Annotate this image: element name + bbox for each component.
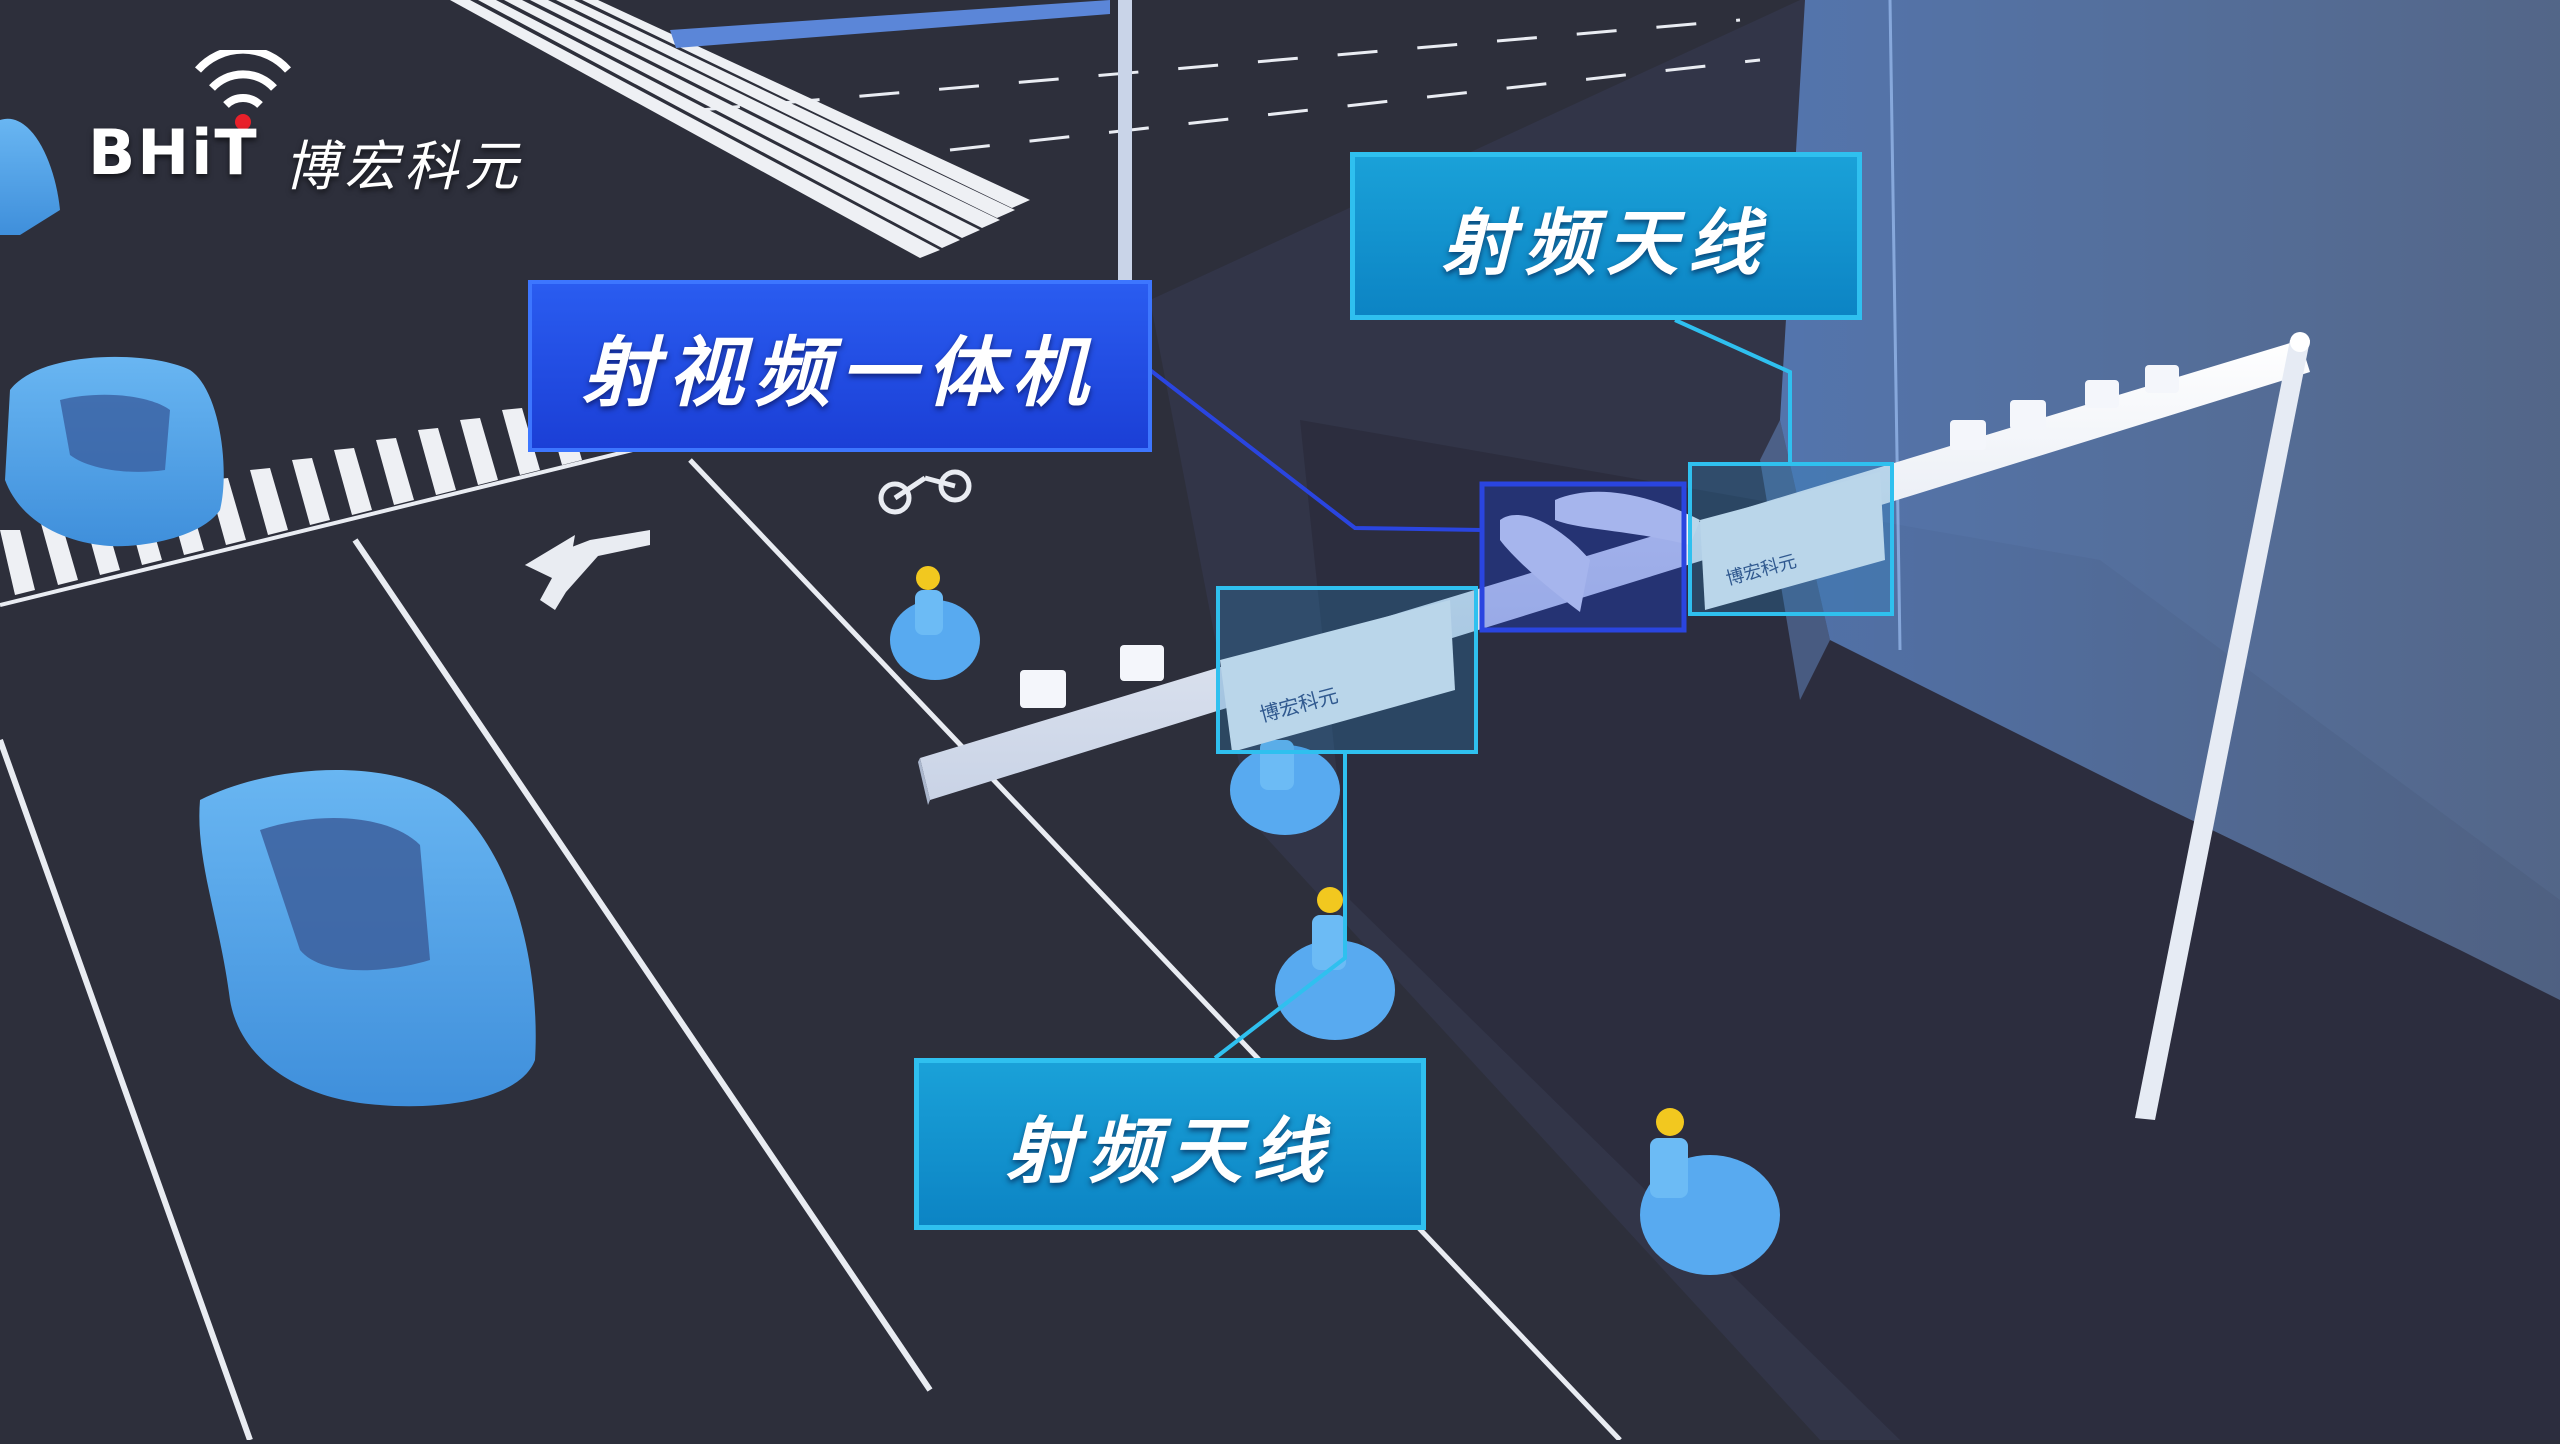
logo-latin-text: BHiT xyxy=(88,116,259,189)
leader-integrated xyxy=(1148,368,1483,532)
scooter-rider-4 xyxy=(1640,1108,1780,1275)
rf-antenna-left-device: 博宏科元 xyxy=(1220,600,1455,752)
turn-arrow-marking xyxy=(525,530,650,610)
callout-rf-antenna-top: 射频天线 xyxy=(1350,152,1862,320)
glass-building xyxy=(1780,0,2560,1000)
rf-antenna-right-device: 博宏科元 xyxy=(1700,472,1885,610)
scooter-rider-1 xyxy=(890,566,980,680)
highlight-antenna-right xyxy=(1688,462,1894,616)
crosswalk-upper xyxy=(450,0,1030,258)
distant-signal-arm xyxy=(670,0,1110,48)
bike-lane-symbol xyxy=(878,469,972,515)
highlight-antenna-left xyxy=(1216,586,1478,754)
logo-chinese-text: 博宏科元 xyxy=(284,135,524,198)
leader-antenna-bottom xyxy=(1213,752,1347,1060)
leader-antenna-top xyxy=(1674,318,1792,464)
building-edge xyxy=(1888,0,1902,651)
car-left-bottom xyxy=(199,770,536,1107)
callout-integrated-unit: 射视频一体机 xyxy=(528,280,1152,452)
integrated-camera-device xyxy=(1500,491,1700,612)
brand-logo: BHiT 博宏科元 xyxy=(88,50,608,200)
scooter-rider-3 xyxy=(1275,887,1395,1040)
distant-signal-pole xyxy=(1118,0,1132,290)
car-left-middle xyxy=(5,356,224,547)
callout-rf-antenna-bottom: 射频天线 xyxy=(914,1058,1426,1230)
gantry-cameras xyxy=(1020,365,2179,708)
highlight-integrated xyxy=(1479,481,1687,633)
car-top-left xyxy=(0,118,60,235)
wifi-signal-icon xyxy=(195,50,291,130)
